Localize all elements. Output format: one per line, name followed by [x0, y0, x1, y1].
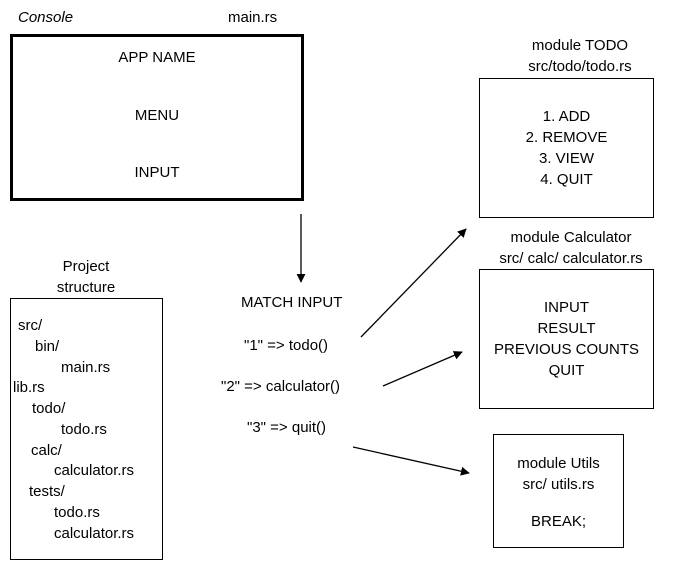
todo-item: 4. QUIT — [540, 171, 593, 188]
tree-item: main.rs — [61, 359, 111, 376]
todo-module-title: module TODO — [531, 37, 629, 54]
utils-module-path: src/ utils.rs — [522, 476, 595, 493]
utils-module-body: BREAK; — [530, 513, 587, 530]
arrow-todo — [360, 228, 467, 338]
todo-module-box: 1. ADD 2. REMOVE 3. VIEW 4. QUIT — [479, 78, 654, 218]
tree-item: todo.rs — [54, 504, 100, 521]
arrow-quit — [352, 446, 470, 476]
console-file-label: main.rs — [228, 9, 278, 26]
calc-item: PREVIOUS COUNTS — [493, 341, 640, 358]
utils-module-box: module Utils src/ utils.rs BREAK; — [493, 434, 624, 548]
tree-item: bin/ — [35, 338, 60, 355]
todo-item: 1. ADD — [542, 108, 591, 125]
match-title: MATCH INPUT — [241, 294, 343, 311]
calc-module-path: src/ calc/ calculator.rs — [499, 250, 643, 267]
match-case-calculator: "2" => calculator() — [221, 378, 341, 395]
tree-item: todo.rs — [61, 421, 107, 438]
project-title-line-1: Project — [62, 258, 110, 275]
todo-item: 2. REMOVE — [525, 129, 608, 146]
console-line-app-name: APP NAME — [118, 49, 196, 66]
console-box: APP NAME MENU INPUT — [10, 34, 304, 201]
match-case-quit: "3" => quit() — [247, 419, 327, 436]
console-line-menu: MENU — [134, 107, 180, 124]
tree-item: calc/ — [31, 442, 62, 459]
project-title-line-2: structure — [56, 279, 116, 296]
console-label: Console — [18, 9, 74, 26]
calc-item: RESULT — [537, 320, 596, 337]
calc-module-box: INPUT RESULT PREVIOUS COUNTS QUIT — [479, 269, 654, 409]
utils-module-title: module Utils — [517, 455, 600, 472]
match-case-todo: "1" => todo() — [244, 337, 329, 354]
project-structure-box — [10, 298, 163, 560]
tree-item: lib.rs — [13, 379, 45, 396]
calc-item: INPUT — [544, 299, 589, 316]
tree-item: calculator.rs — [54, 525, 135, 542]
calc-item: QUIT — [548, 362, 585, 379]
console-line-input: INPUT — [134, 164, 180, 181]
tree-item: src/ — [18, 317, 43, 334]
tree-item: tests/ — [29, 483, 65, 500]
calc-module-title: module Calculator — [510, 229, 632, 246]
tree-item: calculator.rs — [54, 462, 135, 479]
todo-item: 3. VIEW — [538, 150, 594, 167]
arrow-calculator — [382, 351, 463, 387]
tree-item: todo/ — [32, 400, 66, 417]
todo-module-path: src/todo/todo.rs — [528, 58, 632, 75]
